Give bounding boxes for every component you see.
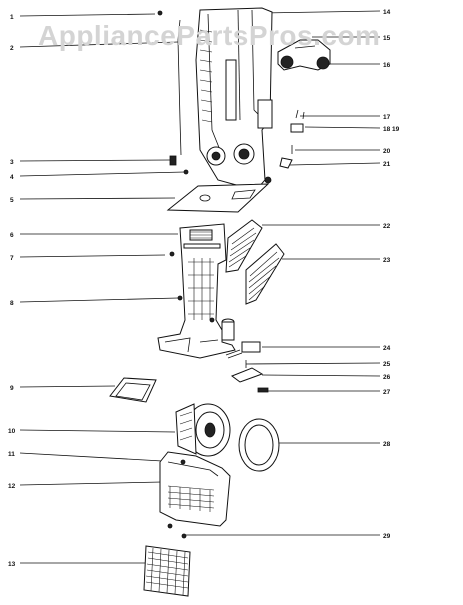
part-motor-housing	[159, 451, 231, 529]
callout-3: 3	[10, 159, 14, 166]
callout-18-19: 18 19	[383, 126, 400, 133]
part-gasket-square	[109, 377, 157, 403]
leader-lines-left	[19, 13, 186, 564]
callout-21: 21	[383, 161, 391, 168]
callout-29: 29	[383, 533, 391, 540]
callout-labels: 1 2 3 4 5 6 7 8 9 10 11 12 13 14 15 16 1…	[8, 9, 400, 568]
part-grille	[245, 243, 285, 305]
part-handle-grip	[277, 39, 331, 71]
callout-6: 6	[10, 232, 14, 239]
part-gasket-plate	[166, 183, 270, 213]
part-cord	[177, 19, 182, 156]
callout-28: 28	[383, 441, 391, 448]
callout-7: 7	[10, 255, 14, 262]
callout-1: 1	[10, 14, 14, 21]
callout-13: 13	[8, 561, 16, 568]
callout-27: 27	[383, 389, 391, 396]
callout-24: 24	[383, 345, 391, 352]
callout-4: 4	[10, 174, 14, 181]
callout-8: 8	[10, 300, 14, 307]
part-brackets	[225, 341, 269, 393]
callout-9: 9	[10, 385, 14, 392]
callout-11: 11	[8, 451, 15, 458]
part-motor	[175, 403, 231, 457]
part-filter-cover	[225, 219, 263, 273]
callout-22: 22	[383, 223, 391, 230]
callout-12: 12	[8, 483, 16, 490]
callout-25: 25	[383, 361, 391, 368]
callout-5: 5	[10, 197, 14, 204]
callout-20: 20	[383, 148, 391, 155]
part-round-ring	[238, 418, 280, 472]
part-exhaust-filter	[143, 545, 191, 597]
part-small-hardware	[157, 10, 305, 175]
callout-26: 26	[383, 374, 391, 381]
callout-15: 15	[383, 35, 391, 42]
callout-2: 2	[10, 45, 14, 52]
callout-16: 16	[383, 62, 391, 69]
callout-14: 14	[383, 9, 391, 16]
callout-17: 17	[383, 114, 391, 121]
part-main-body	[157, 223, 236, 359]
watermark-text: AppliancePartsPros.com	[38, 20, 381, 51]
callout-23: 23	[383, 257, 391, 264]
callout-10: 10	[8, 428, 16, 435]
part-screw	[181, 533, 187, 539]
